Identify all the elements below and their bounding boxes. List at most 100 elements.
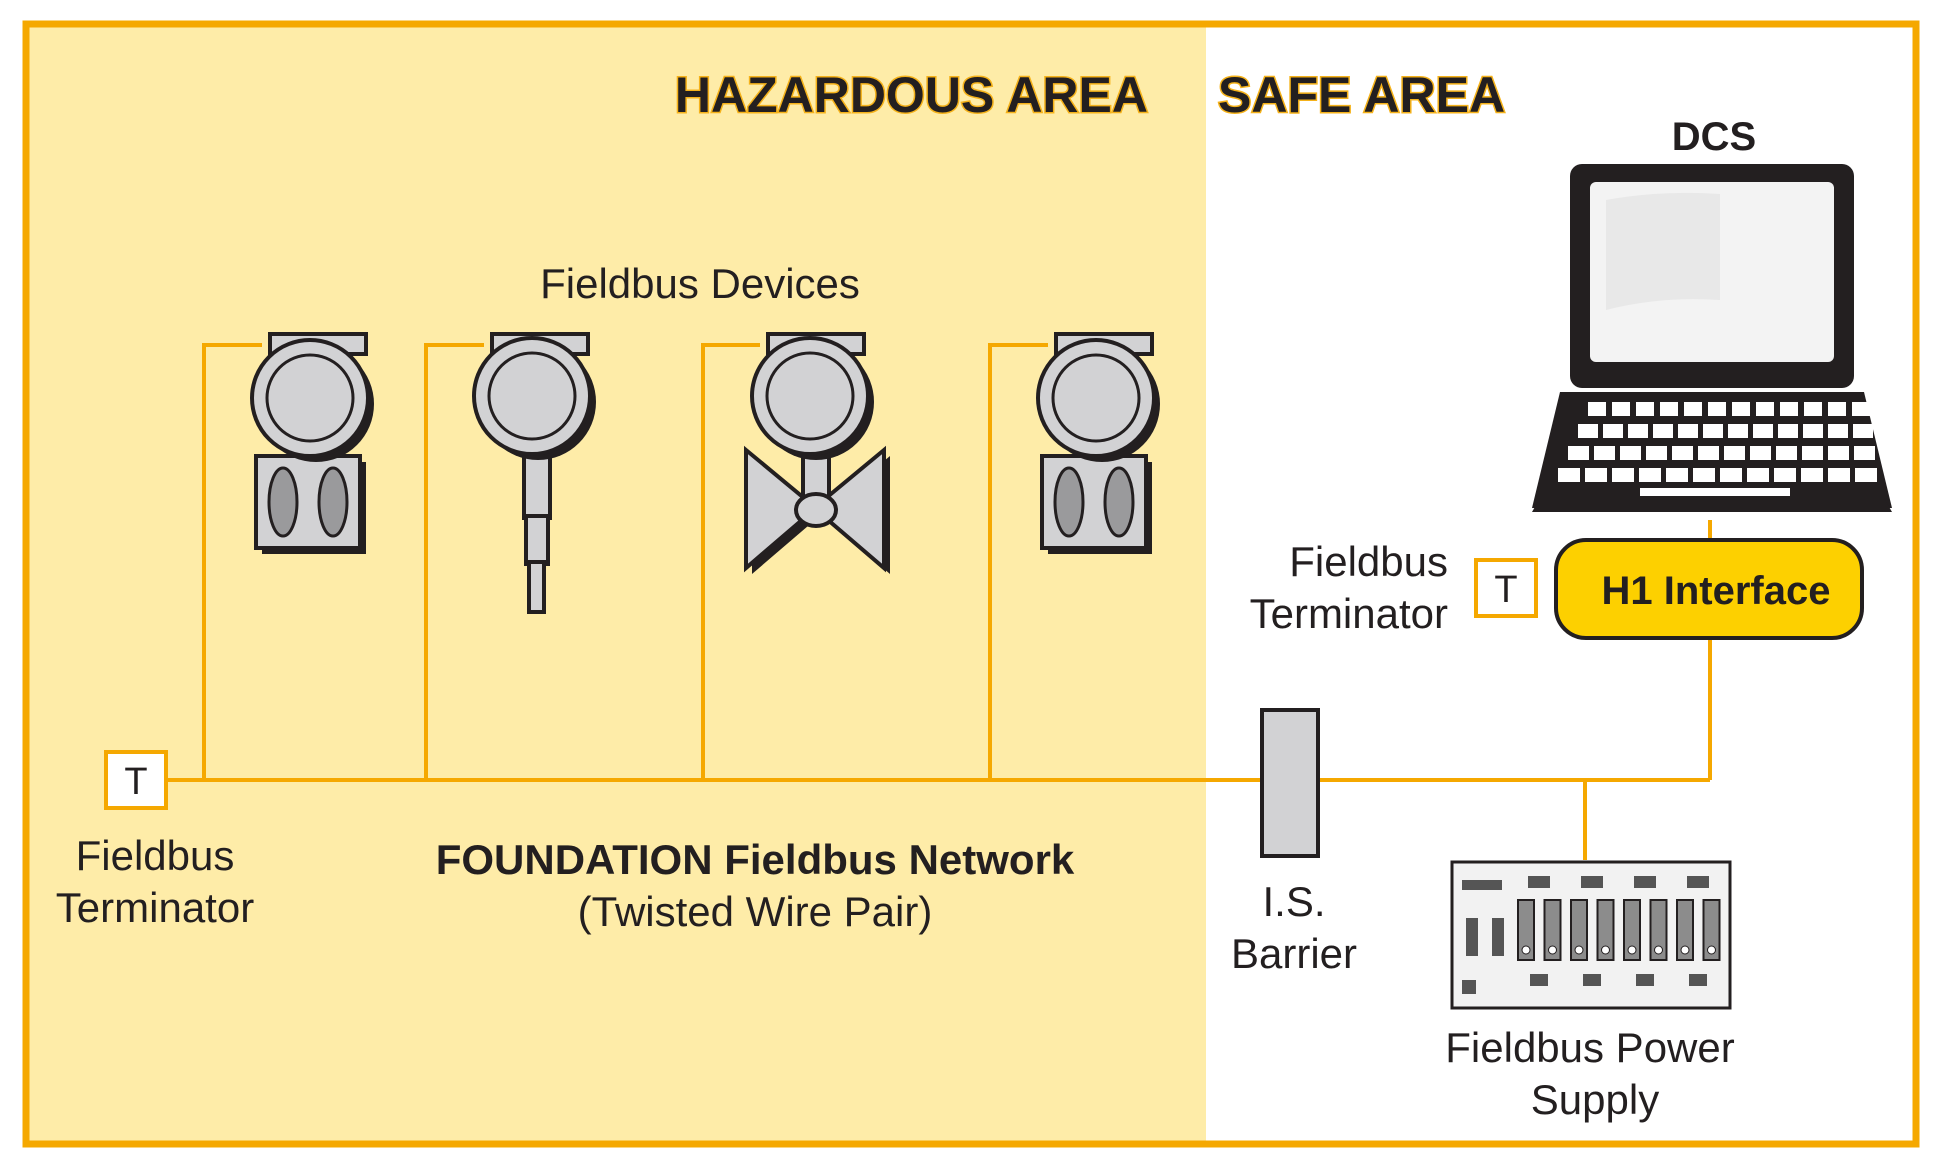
hazardous-area-region xyxy=(26,24,1206,1144)
keyboard-key xyxy=(1588,402,1606,416)
spur-wire-4 xyxy=(988,343,1048,780)
is-barrier-icon xyxy=(1260,708,1320,858)
power-supply-led xyxy=(1574,945,1584,955)
keyboard-key xyxy=(1594,446,1615,460)
keyboard-key xyxy=(1646,446,1667,460)
power-supply-slots xyxy=(1517,876,1721,986)
h1-interface-label: H1 Interface xyxy=(1602,569,1831,613)
left-terminator-box xyxy=(104,750,168,810)
keyboard-key xyxy=(1852,402,1870,416)
keyboard-key xyxy=(1854,446,1875,460)
keyboard-key xyxy=(1724,446,1745,460)
keyboard-key xyxy=(1693,468,1715,482)
keyboard-key xyxy=(1620,446,1641,460)
left-terminator-symbol: T xyxy=(124,761,147,803)
control-valve-icon xyxy=(744,332,890,574)
power-supply-icon xyxy=(1450,860,1732,1010)
keyboard-key xyxy=(1803,424,1823,438)
barrier-label-line1: I.S. xyxy=(1262,878,1325,925)
keyboard-key xyxy=(1568,446,1589,460)
keyboard-key xyxy=(1853,424,1873,438)
keyboard-key xyxy=(1750,446,1771,460)
spur-wire-2 xyxy=(424,343,484,780)
left-terminator-label-line1: Fieldbus xyxy=(76,832,235,879)
keyboard-key xyxy=(1802,446,1823,460)
keyboard-key xyxy=(1778,424,1798,438)
keyboard-key xyxy=(1653,424,1673,438)
right-terminator-label-line2: Terminator xyxy=(1250,590,1448,637)
keyboard-key xyxy=(1774,468,1796,482)
power-supply-slot xyxy=(1596,899,1615,961)
power-supply-slot xyxy=(1543,899,1562,961)
power-supply-connector xyxy=(1581,876,1603,888)
power-supply-connector xyxy=(1687,876,1709,888)
power-supply-slot xyxy=(1517,899,1535,961)
keyboard-key xyxy=(1698,446,1719,460)
left-terminator: T xyxy=(104,750,168,810)
keyboard-key xyxy=(1728,424,1748,438)
power-supply-slot xyxy=(1702,899,1721,961)
pressure-transmitter-1-icon xyxy=(250,332,374,554)
laptop-icon xyxy=(1532,164,1892,512)
keyboard-key xyxy=(1828,402,1846,416)
keyboard-key xyxy=(1780,402,1798,416)
keyboard-key xyxy=(1753,424,1773,438)
left-terminator-label-line2: Terminator xyxy=(56,884,254,931)
keyboard-spacebar xyxy=(1640,488,1790,496)
keyboard-key xyxy=(1603,424,1623,438)
network-label-line2: (Twisted Wire Pair) xyxy=(578,888,933,935)
pressure-transmitter-2-icon xyxy=(1036,332,1160,554)
keyboard-key xyxy=(1639,468,1661,482)
keyboard-key xyxy=(1578,424,1598,438)
power-supply-connector xyxy=(1528,876,1550,888)
power-supply-led xyxy=(1654,945,1663,955)
power-supply-led xyxy=(1627,945,1637,955)
temperature-transmitter-icon xyxy=(472,332,596,614)
keyboard-key xyxy=(1660,402,1678,416)
keyboard-key xyxy=(1636,402,1654,416)
keyboard-key xyxy=(1666,468,1688,482)
keyboard-key xyxy=(1720,468,1742,482)
power-supply-led xyxy=(1548,945,1557,955)
power-supply-terminal xyxy=(1583,974,1601,986)
power-supply-led xyxy=(1521,945,1531,955)
right-terminator-box xyxy=(1474,558,1538,618)
keyboard-key xyxy=(1732,402,1750,416)
keyboard-key xyxy=(1628,424,1648,438)
keyboard-key xyxy=(1756,402,1774,416)
safe-area-title: SAFE AREA xyxy=(1218,67,1505,123)
right-terminator-symbol: T xyxy=(1494,569,1517,611)
keyboard-key xyxy=(1801,468,1823,482)
network-label-line1: FOUNDATION Fieldbus Network xyxy=(436,836,1075,883)
barrier-label-line2: Barrier xyxy=(1231,930,1357,977)
power-supply-slot xyxy=(1649,899,1668,961)
power-supply-slot xyxy=(1623,899,1641,961)
power-supply-terminal xyxy=(1689,974,1707,986)
hazardous-area-title: HAZARDOUS AREA xyxy=(675,67,1148,123)
keyboard-key xyxy=(1828,468,1850,482)
dcs-label: DCS xyxy=(1672,115,1756,159)
power-supply-label-line1: Fieldbus Power xyxy=(1445,1024,1734,1071)
fieldbus-devices-label: Fieldbus Devices xyxy=(540,260,860,307)
keyboard-key xyxy=(1828,446,1849,460)
keyboard-key xyxy=(1612,402,1630,416)
keyboard-key xyxy=(1747,468,1769,482)
keyboard-key xyxy=(1855,468,1877,482)
power-supply-led xyxy=(1680,945,1690,955)
keyboard-key xyxy=(1684,402,1702,416)
power-supply-connector xyxy=(1634,876,1656,888)
right-terminator-label-line1: Fieldbus xyxy=(1289,538,1448,585)
spur-wire-1 xyxy=(202,343,262,780)
keyboard-key xyxy=(1708,402,1726,416)
keyboard-key xyxy=(1612,468,1634,482)
keyboard-key xyxy=(1776,446,1797,460)
power-supply-slot xyxy=(1570,899,1588,961)
keyboard-key xyxy=(1804,402,1822,416)
power-supply-terminal xyxy=(1530,974,1548,986)
h1-interface-module: H1 Interface xyxy=(1554,538,1864,640)
power-supply-led xyxy=(1707,945,1716,955)
power-supply-slot xyxy=(1676,899,1694,961)
keyboard-keys xyxy=(1558,402,1877,496)
keyboard-key xyxy=(1678,424,1698,438)
